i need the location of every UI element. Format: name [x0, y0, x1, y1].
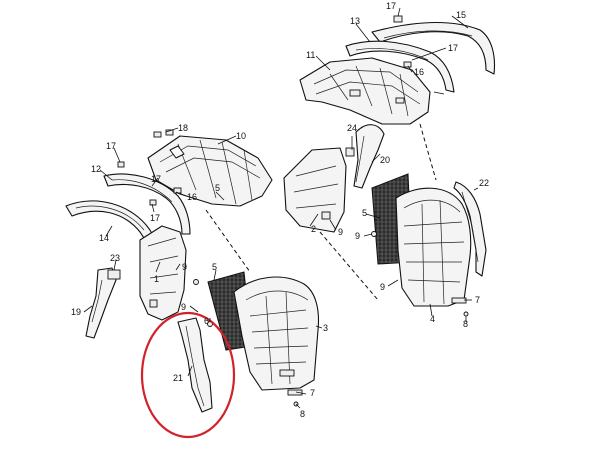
callout-22: 22 [479, 178, 489, 188]
callout-9: 9 [355, 231, 360, 241]
callout-20: 20 [380, 155, 390, 165]
part-2-bracket [283, 147, 347, 233]
callout-2: 2 [311, 224, 316, 234]
part-23-clip [107, 269, 121, 280]
callout-21: 21 [173, 373, 183, 383]
callout-7: 7 [310, 388, 315, 398]
callout-9: 9 [338, 227, 343, 237]
part-1-bracket [139, 225, 187, 321]
callout-11: 11 [306, 50, 315, 60]
part-11-upper-panel [299, 57, 431, 125]
callout-13: 13 [350, 16, 360, 26]
callout-16: 16 [187, 192, 197, 202]
callout-1: 1 [154, 274, 159, 284]
callout-7: 7 [475, 295, 480, 305]
callout-8: 8 [463, 319, 468, 329]
highlight-ellipse [140, 311, 236, 439]
callout-3: 3 [323, 323, 328, 333]
part-3-mudguard [233, 276, 320, 391]
part-22-side-trim [453, 181, 487, 277]
part-13-bracket [345, 40, 455, 93]
callout-17: 17 [151, 174, 161, 184]
callout-17: 17 [448, 43, 458, 53]
part-20-trim [353, 124, 385, 189]
callout-4: 4 [430, 314, 435, 324]
callout-23: 23 [110, 253, 120, 263]
callout-9: 9 [181, 302, 186, 312]
callout-5: 5 [215, 183, 220, 193]
callout-5: 5 [212, 262, 217, 272]
part-24-clip [345, 147, 355, 157]
callout-5: 5 [362, 208, 367, 218]
part-12-arch-trim [103, 173, 191, 235]
callout-16: 16 [414, 67, 424, 77]
part-15-trim-strip [371, 22, 496, 75]
assembly-lines [205, 123, 437, 301]
callout-17: 17 [386, 1, 396, 11]
callout-17: 17 [106, 141, 116, 151]
part-21-trim-piece [177, 317, 213, 413]
callout-24: 24 [347, 123, 357, 133]
callout-15: 15 [456, 10, 466, 20]
callout-19: 19 [71, 307, 81, 317]
callout-8: 8 [300, 409, 305, 419]
callout-6: 6 [204, 316, 209, 326]
part-4-mudguard [395, 187, 472, 307]
fasteners-top [117, 15, 412, 206]
callout-9: 9 [182, 262, 187, 272]
callout-18: 18 [178, 123, 188, 133]
callout-9: 9 [380, 282, 385, 292]
callout-17: 17 [150, 213, 160, 223]
callout-labels: 17 15 13 17 11 16 18 10 17 24 20 12 17 1… [71, 1, 489, 419]
callout-10: 10 [236, 131, 246, 141]
callout-12: 12 [91, 164, 101, 174]
callout-14: 14 [99, 233, 109, 243]
leader-lines [83, 7, 479, 409]
